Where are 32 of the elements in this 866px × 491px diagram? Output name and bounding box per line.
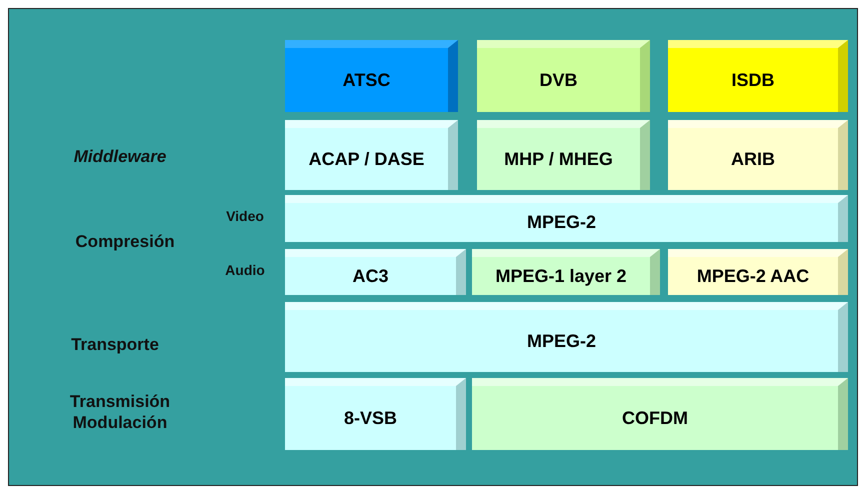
- layer-block: [472, 249, 660, 295]
- block-label: MHP / MHEG: [504, 148, 613, 170]
- layer-block: [285, 120, 458, 190]
- layer-block: [285, 249, 466, 295]
- block-label: ATSC: [342, 68, 390, 92]
- layer-block: [668, 40, 848, 112]
- layer-label: Audio: [225, 261, 265, 280]
- block-label: ACAP / DASE: [308, 148, 424, 170]
- layer-block: [668, 249, 848, 295]
- block-label: MPEG-1 layer 2: [495, 264, 627, 288]
- block-label: AC3: [352, 264, 388, 288]
- block-label: ISDB: [731, 68, 774, 92]
- layer-label: Video: [226, 207, 264, 226]
- block-label: ARIB: [731, 148, 775, 170]
- layer-label: Middleware: [74, 146, 166, 168]
- layer-label: Transporte: [71, 334, 159, 356]
- block-label: MPEG-2: [526, 330, 596, 352]
- layer-block: [285, 302, 848, 372]
- layer-label: Compresión: [75, 231, 175, 253]
- block-label: DVB: [539, 68, 578, 92]
- block-label: COFDM: [622, 406, 688, 430]
- layer-label: Transmisión Modulación: [68, 391, 172, 433]
- layer-block: [285, 40, 458, 112]
- block-label: MPEG-2: [526, 211, 596, 234]
- layer-block: [477, 40, 650, 112]
- layer-block: [477, 120, 650, 190]
- layer-block: [285, 378, 466, 450]
- block-label: MPEG-2 AAC: [696, 264, 810, 288]
- block-label: 8-VSB: [344, 406, 397, 430]
- layer-block: [472, 378, 848, 450]
- layer-block: [668, 120, 848, 190]
- layer-block: [285, 195, 848, 242]
